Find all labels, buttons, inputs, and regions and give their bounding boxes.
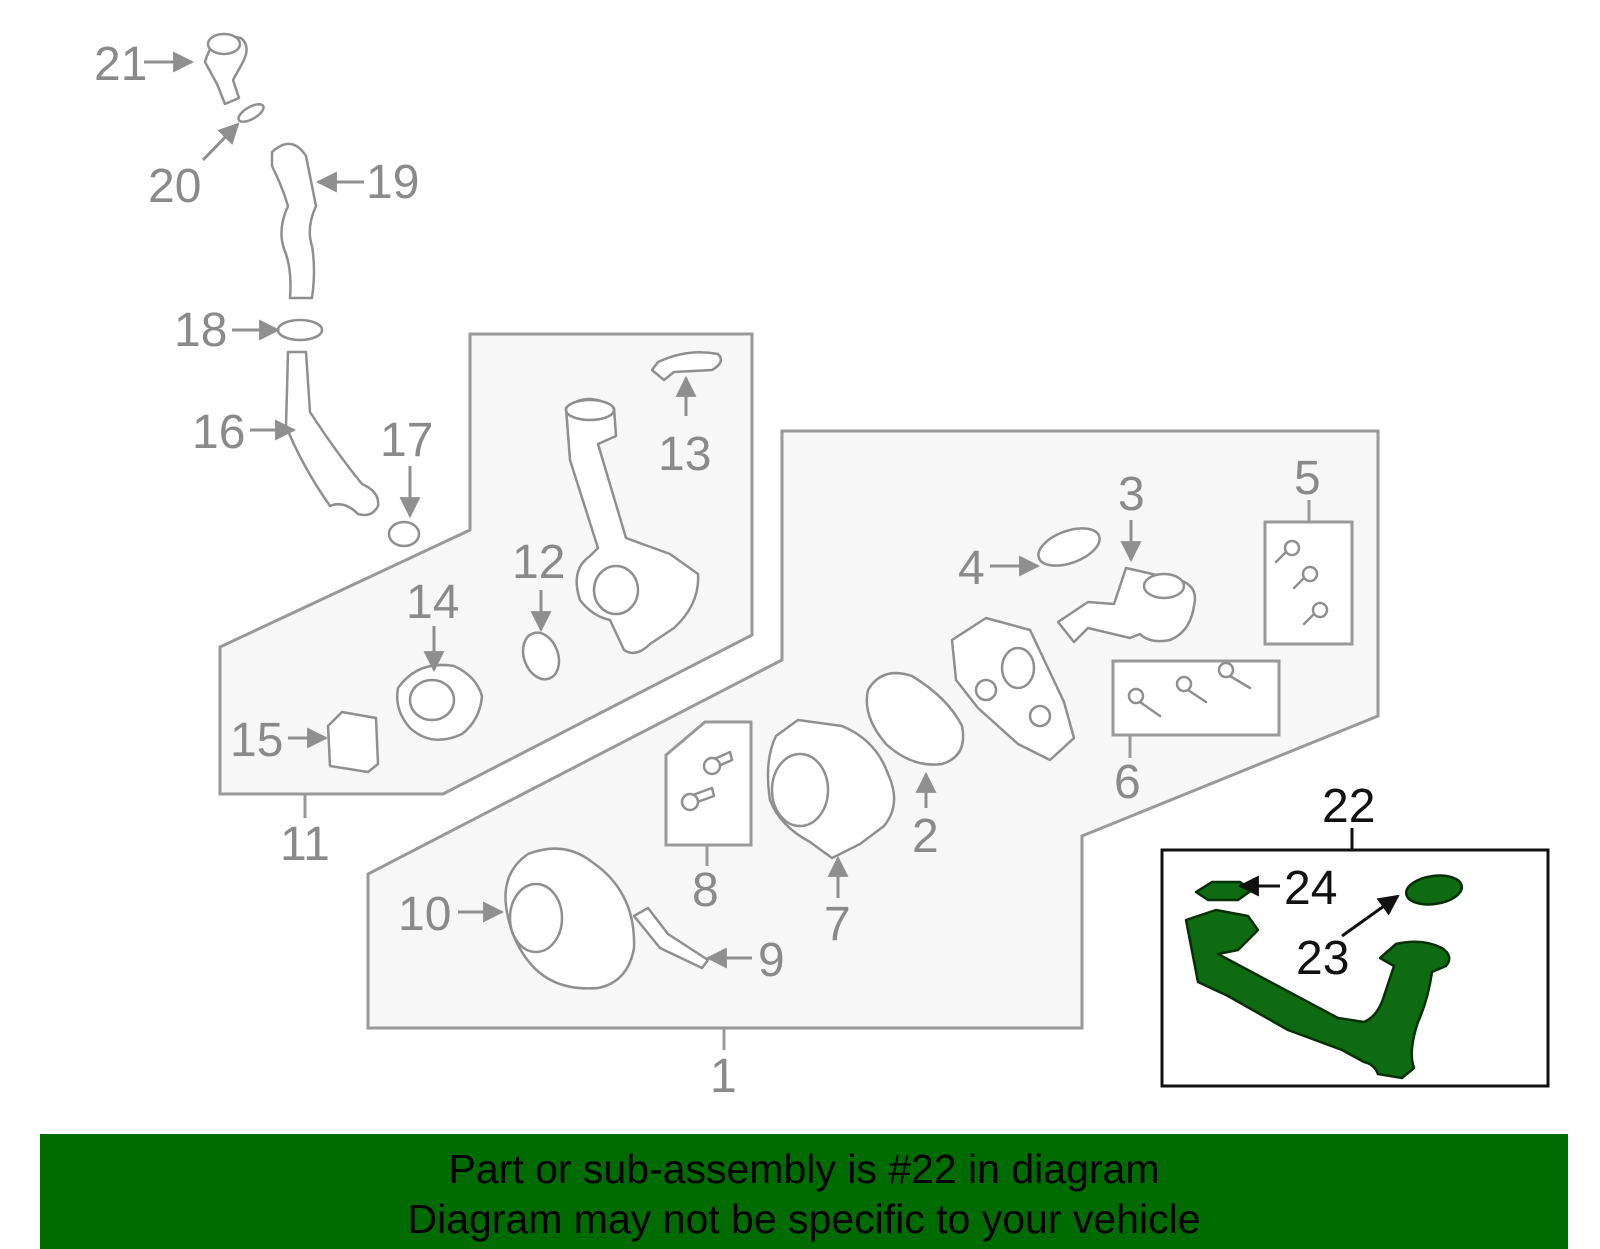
banner-line-2: Diagram may not be specific to your vehi… [407, 1196, 1201, 1242]
part-15-sensor [326, 710, 380, 774]
bolt-set-5-box [1263, 520, 1354, 646]
callout-20: 20 [148, 160, 201, 213]
info-banner: Part or sub-assembly is #22 in diagram D… [40, 1134, 1568, 1249]
part-10-pulley [504, 847, 636, 990]
part-13-clip [650, 351, 723, 382]
callout-12: 12 [512, 536, 565, 589]
part-5-bolts [1274, 539, 1329, 626]
callout-11: 11 [280, 818, 330, 871]
part-11-water-outlet [564, 397, 700, 655]
callout-9: 9 [758, 934, 785, 987]
part-14-thermostat [396, 663, 484, 741]
callout-10: 10 [398, 888, 451, 941]
part-23-gasket [1404, 874, 1464, 906]
callout-1: 1 [710, 1050, 737, 1103]
callout-6: 6 [1114, 756, 1141, 809]
part-1-cover [950, 616, 1076, 762]
callout-2: 2 [912, 810, 939, 863]
part-18-clamp [276, 318, 324, 342]
callout-7: 7 [824, 898, 851, 951]
part-20-clamp [237, 103, 265, 123]
part-6-bolts [1127, 661, 1252, 718]
part-16-pipe [284, 350, 380, 517]
part-22-crossover-pipe [1184, 908, 1451, 1080]
callout-17: 17 [380, 414, 433, 467]
part-7-water-pump [766, 718, 896, 860]
callout-8: 8 [692, 864, 719, 917]
callout-23: 23 [1296, 932, 1349, 985]
callout-15: 15 [230, 714, 283, 767]
assembly-11-box [218, 332, 754, 796]
callout-16: 16 [192, 406, 245, 459]
part-2-gasket [865, 671, 965, 766]
part-12-gasket [521, 631, 561, 681]
part-19-hose [270, 142, 318, 300]
banner-line-1: Part or sub-assembly is #22 in diagram [448, 1146, 1160, 1192]
callout-22: 22 [1322, 780, 1375, 833]
callout-18: 18 [174, 304, 227, 357]
callout-24: 24 [1284, 862, 1337, 915]
part-17-clamp [387, 520, 421, 548]
part-8-bolts [680, 750, 734, 812]
callout-21: 21 [94, 38, 147, 91]
part-3-housing [1056, 566, 1197, 644]
callout-13: 13 [658, 428, 711, 481]
callout-3: 3 [1118, 468, 1145, 521]
callout-19: 19 [366, 156, 419, 209]
callout-4: 4 [958, 542, 985, 595]
callout-14: 14 [406, 576, 459, 629]
callout-5: 5 [1294, 452, 1321, 505]
part-21-connector [203, 32, 248, 106]
